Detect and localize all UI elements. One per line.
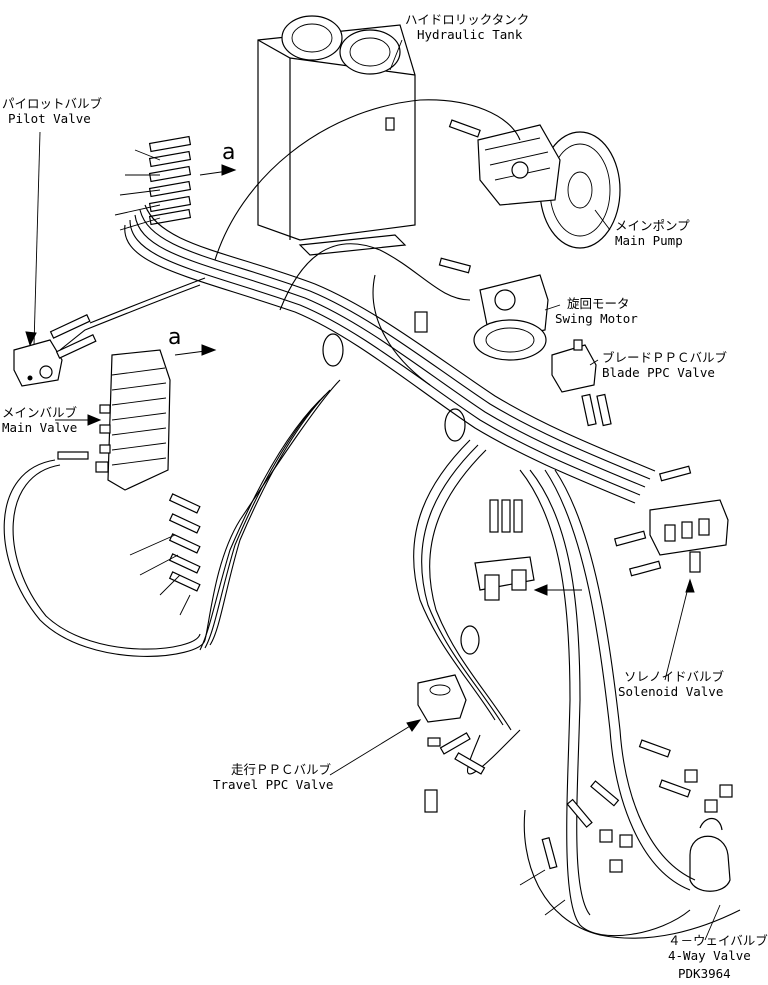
blade-ppc-valve-label-jp: ブレードＰＰＣバルブ [602,350,728,365]
pilot-valve-label: パイロットバルブ Pilot Valve [2,96,102,126]
travel-ppc-valve [417,674,467,813]
leader-lines [33,39,721,941]
solenoid-valve-label: ソレノイドバルブ Solenoid Valve [618,669,724,699]
four-way-valve-label-en: 4-Way Valve [668,948,751,963]
hydraulic-tank-label-en: Hydraulic Tank [417,27,523,42]
swing-motor-label: 旋回モータ Swing Motor [555,296,638,326]
travel-ppc-valve-label-en: Travel PPC Valve [213,777,334,792]
reference-mark-a-lower: a [168,325,182,350]
swing-motor [473,274,549,361]
hose-clamps [322,333,480,655]
hydraulic-tank-label-jp: ハイドロリックタンク [405,12,530,27]
solenoid-valve-label-jp: ソレノイドバルブ [624,669,725,684]
blade-ppc-valve-label: ブレードＰＰＣバルブ Blade PPC Valve [602,350,727,380]
travel-ppc-valve-label-jp: 走行ＰＰＣバルブ [231,762,332,777]
fittings [49,119,733,873]
pilot-valve-label-jp: パイロットバルブ [2,96,103,111]
travel-ppc-valve-label: 走行ＰＰＣバルブ Travel PPC Valve [213,762,333,792]
pilot-valve [13,339,63,387]
four-way-valve-label-jp: ４－ウェイバルブ [668,933,768,948]
swing-motor-label-jp: 旋回モータ [567,296,630,311]
blade-ppc-valve [551,339,597,393]
reference-arrows [25,164,695,732]
pump-hoses [59,99,521,386]
main-valve-hose-loop [3,379,341,657]
drawing-code: PDK3964 [678,966,731,981]
pilot-hose-fittings [148,135,192,226]
solenoid-valve [649,499,729,573]
hose-bundle [124,204,656,504]
four-way-valve-label: ４－ウェイバルブ 4-Way Valve [668,933,768,963]
main-pump-label: メインポンプ Main Pump [615,218,690,248]
main-valve-label-jp: メインバルブ [2,405,78,420]
hydraulic-tank [257,15,416,256]
main-valve-label-en: Main Valve [2,420,78,435]
hydraulic-tank-label: ハイドロリックタンク Hydraulic Tank [405,12,529,42]
reference-mark-a-upper: a [222,140,236,165]
solenoid-valve-label-en: Solenoid Valve [618,684,724,699]
lower-right-hoses [413,439,741,939]
main-valve-label: メインバルブ Main Valve [2,405,77,435]
main-pump [477,124,621,249]
main-pump-label-jp: メインポンプ [615,218,690,233]
main-valve [95,349,171,491]
blade-ppc-valve-label-en: Blade PPC Valve [602,365,715,380]
swing-motor-label-en: Swing Motor [555,311,638,326]
ppc-junction-block [474,556,535,601]
main-pump-label-en: Main Pump [615,233,683,248]
pilot-valve-label-en: Pilot Valve [8,111,91,126]
four-way-valve [689,817,731,892]
